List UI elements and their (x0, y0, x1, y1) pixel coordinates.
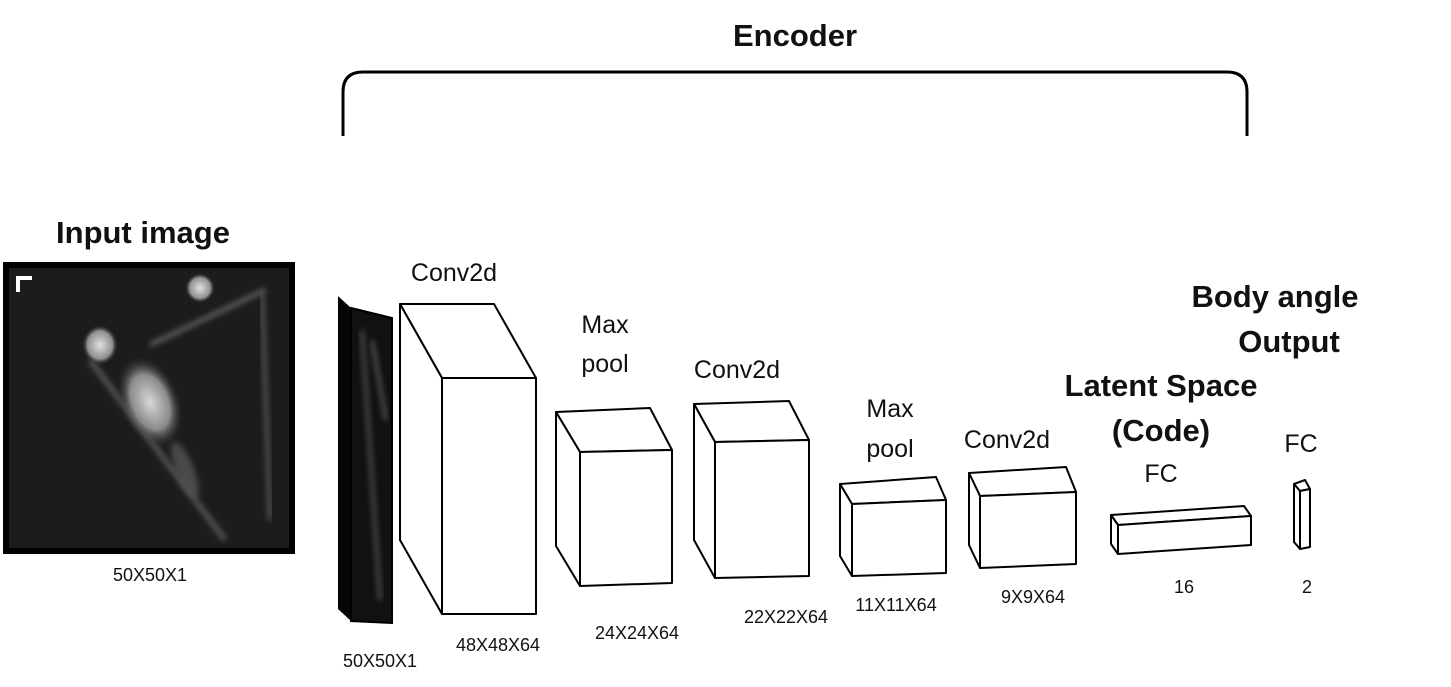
conv2d-1-dims: 48X48X64 (456, 635, 540, 655)
output-label-line1: Body angle (1191, 279, 1358, 314)
conv2d-3-dims: 9X9X64 (1001, 587, 1065, 607)
conv2d-2-block (693, 400, 810, 579)
input-slice-block (338, 296, 393, 625)
fc-output-dims: 2 (1302, 577, 1312, 597)
fc-latent-dims: 16 (1174, 577, 1194, 597)
output-label-line2: Output (1238, 324, 1340, 359)
maxpool-2-label-line1: Max (866, 395, 914, 423)
conv2d-1-label: Conv2d (411, 259, 497, 287)
fc-output-label: FC (1284, 430, 1317, 458)
maxpool-2-block (839, 476, 947, 577)
conv2d-3-block (968, 466, 1077, 569)
maxpool-2-dims: 11X11X64 (855, 595, 936, 615)
maxpool-2-label-line2: pool (866, 435, 913, 463)
latent-space-line2: (Code) (1112, 413, 1210, 448)
maxpool-1-block (555, 407, 673, 587)
fc-output-block (1293, 479, 1311, 550)
conv2d-2-label: Conv2d (694, 356, 780, 384)
conv2d-1-block (399, 303, 537, 615)
input-image-title: Input image (56, 215, 230, 250)
input-image-dims: 50X50X1 (113, 565, 187, 585)
input-slice-dims: 50X50X1 (343, 651, 417, 671)
fc-latent-block (1110, 505, 1252, 555)
maxpool-1-dims: 24X24X64 (595, 623, 679, 643)
maxpool-1-label-line1: Max (581, 311, 629, 339)
conv2d-2-dims: 22X22X64 (744, 607, 828, 627)
fc-latent-label: FC (1144, 460, 1177, 488)
conv2d-3-label: Conv2d (964, 426, 1050, 454)
maxpool-1-label-line2: pool (581, 350, 628, 378)
input-image (3, 262, 295, 554)
encoder-title: Encoder (733, 18, 857, 53)
encoder-bracket (341, 70, 1249, 136)
latent-space-line1: Latent Space (1065, 368, 1258, 403)
